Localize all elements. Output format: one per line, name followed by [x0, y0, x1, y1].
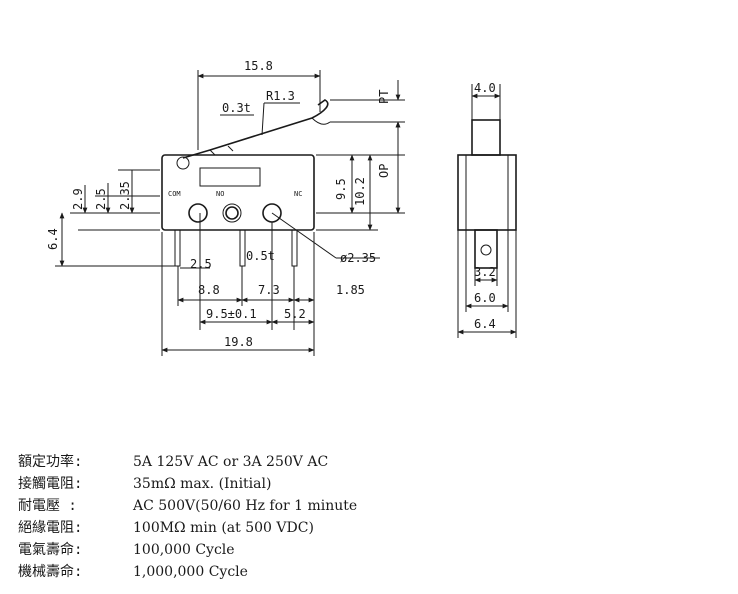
spec-value: AC 500V(50/60 Hz for 1 minute [133, 498, 358, 514]
lever-pivot [176, 156, 190, 170]
com-hole [188, 203, 208, 223]
dim-d73: 7.3 [258, 283, 280, 297]
spec-value: 100,000 Cycle [133, 542, 235, 558]
dim-d52: 5.2 [284, 307, 306, 321]
spec-value: 1,000,000 Cycle [133, 564, 248, 580]
switch-body [161, 154, 315, 231]
dim-d198: 19.8 [224, 335, 253, 349]
nc-pin [291, 229, 298, 267]
dim-lever-thk: 0.3t [222, 101, 251, 115]
front-view: COM NO NC 15.8 R1.3 0.3t PT OP 9.5 10.2 [46, 59, 405, 356]
dim-r13: R1.3 [266, 89, 295, 103]
side-dim-d32: 3.2 [474, 265, 496, 279]
body-plate [199, 167, 261, 187]
spec-label: 機械壽命: [18, 564, 83, 580]
actuator-lever [182, 99, 329, 159]
dim-d235: 2.35 [118, 181, 132, 210]
dim-d95: 9.5±0.1 [206, 307, 257, 321]
side-plunger [471, 119, 501, 156]
spec-label: 額定功率: [18, 454, 83, 470]
lever-tip [311, 117, 331, 125]
spec-row: 耐電壓 : AC 500V(50/60 Hz for 1 minute [18, 495, 718, 517]
dim-d25: 2.5 [94, 188, 108, 210]
dim-width-top: 15.8 [244, 59, 273, 73]
side-view: 4.0 3.2 6.0 6.4 [457, 81, 517, 338]
side-terminal-hole [480, 244, 492, 256]
spec-row: 絕緣電阻: 100MΩ min (at 500 VDC) [18, 517, 718, 539]
spec-label: 接觸電阻: [18, 476, 83, 492]
dim-h102: 10.2 [353, 177, 367, 206]
spec-row: 機械壽命: 1,000,000 Cycle [18, 561, 718, 583]
no-label: NO [216, 190, 224, 198]
dim-op: OP [377, 164, 391, 178]
side-terminal [474, 229, 498, 269]
dim-d29: 2.9 [71, 188, 85, 210]
dim-pin-thk: 0.5t [246, 249, 275, 263]
no-pin [239, 229, 246, 267]
spec-label: 絕緣電阻: [18, 520, 83, 536]
spec-value: 35mΩ max. (Initial) [133, 476, 272, 492]
nc-label: NC [294, 190, 302, 198]
no-hole [225, 206, 239, 220]
spec-label: 電氣壽命: [18, 542, 83, 558]
side-dim-d60: 6.0 [474, 291, 496, 305]
dim-pt: PT [377, 90, 391, 104]
com-label: COM [168, 190, 181, 198]
dim-pin-w: 2.5 [190, 257, 212, 271]
side-body [457, 154, 517, 231]
spec-label: 耐電壓 : [18, 498, 77, 514]
spec-row: 額定功率: 5A 125V AC or 3A 250V AC [18, 451, 718, 473]
dim-d64: 6.4 [46, 228, 60, 250]
dim-hole: ø2.35 [340, 251, 376, 265]
side-dim-d64: 6.4 [474, 317, 496, 331]
com-pin [174, 229, 181, 267]
spec-row: 電氣壽命: 100,000 Cycle [18, 539, 718, 561]
dim-d88: 8.8 [198, 283, 220, 297]
spec-row: 接觸電阻: 35mΩ max. (Initial) [18, 473, 718, 495]
dim-h95: 9.5 [334, 178, 348, 200]
side-dim-top: 4.0 [474, 81, 496, 95]
technical-drawing: COM NO NC 15.8 R1.3 0.3t PT OP 9.5 10.2 [46, 59, 517, 356]
spec-value: 5A 125V AC or 3A 250V AC [133, 454, 329, 470]
spec-value: 100MΩ min (at 500 VDC) [133, 520, 314, 536]
spec-list: 額定功率: 5A 125V AC or 3A 250V AC 接觸電阻: 35mΩ … [18, 451, 718, 583]
dim-d185: 1.85 [336, 283, 365, 297]
